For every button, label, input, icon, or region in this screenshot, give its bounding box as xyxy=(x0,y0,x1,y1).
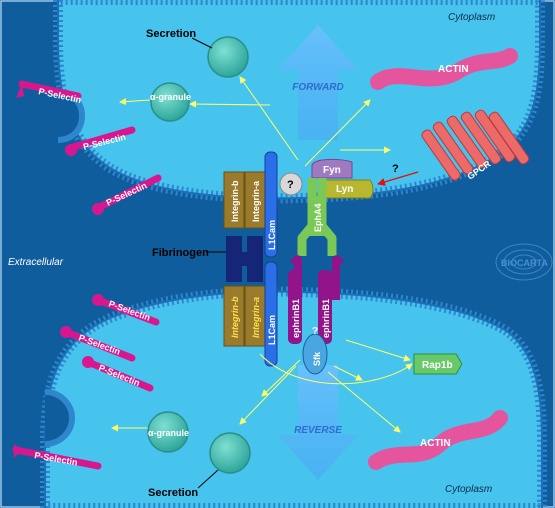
lyn: Lyn xyxy=(321,179,374,199)
l1cam-top: L1Cam xyxy=(264,151,278,258)
sfk: ? Sfk xyxy=(302,326,328,375)
unknown-protein: ? xyxy=(279,172,303,196)
integrin-a-bottom: Integrin-a xyxy=(244,285,266,347)
lyn-label: Lyn xyxy=(336,184,353,195)
fyn: Fyn xyxy=(311,158,353,179)
l1cam-top-label: L1Cam xyxy=(267,220,277,250)
secretion-granule-bottom xyxy=(209,432,251,474)
fibrinogen xyxy=(226,236,263,282)
alpha-granule-top xyxy=(150,82,190,122)
actin-bottom-label: ACTIN xyxy=(420,438,451,449)
ephrinb1-right: ephrinB1 xyxy=(318,255,344,344)
fibrinogen-label: Fibrinogen xyxy=(152,247,209,259)
secretion-label-top: Secretion xyxy=(146,28,196,40)
biocarta-logo: BIOCARTA xyxy=(495,243,553,281)
l1cam-bottom-label: L1Cam xyxy=(267,315,277,345)
integrin-a-bottom-label: Integrin-a xyxy=(251,297,261,338)
cytoplasm-top-label: Cytoplasm xyxy=(448,12,495,23)
rap1b-label: Rap1b xyxy=(422,360,453,371)
arrow-to-actin-top xyxy=(304,99,371,167)
integrin-b-bottom-label: Integrin-b xyxy=(230,296,240,338)
extracellular-label: Extracellular xyxy=(8,257,64,268)
arrow-to-secretion xyxy=(239,76,299,161)
integrin-b-top: Integrin-b xyxy=(223,171,245,229)
biocarta-logo-text: BIOCARTA xyxy=(501,258,548,268)
forward-label: FORWARD xyxy=(292,82,343,93)
fyn-label: Fyn xyxy=(323,165,341,176)
actin-top: ACTIN xyxy=(370,48,518,90)
actin-bottom: ACTIN xyxy=(368,410,508,470)
sfk-question: ? xyxy=(312,326,318,337)
l1cam-bottom: L1Cam xyxy=(264,261,278,367)
ephrinb1-left-label: ephrinB1 xyxy=(291,299,301,338)
rap1b: Rap1b xyxy=(413,353,463,375)
ephrinb1-left: ephrinB1 xyxy=(288,255,302,344)
unknown-label: ? xyxy=(287,179,294,191)
secretion-granule-top xyxy=(207,36,249,78)
integrin-b-top-label: Integrin-b xyxy=(230,180,240,222)
integrin-a-top-label: Integrin-a xyxy=(251,180,261,222)
alpha-granule-label-bottom: α-granule xyxy=(148,428,189,438)
actin-top-label: ACTIN xyxy=(438,64,469,75)
integrin-b-bottom: Integrin-b xyxy=(223,285,245,347)
cytoplasm-bottom-label: Cytoplasm xyxy=(445,484,492,495)
alpha-granule-bottom xyxy=(147,411,189,453)
sfk-label: Sfk xyxy=(312,351,322,366)
gpcr-question: ? xyxy=(392,163,399,175)
reverse-arrow: REVERSE xyxy=(278,365,358,480)
alpha-granule-label-top: α-granule xyxy=(150,92,191,102)
secretion-label-bottom: Secretion xyxy=(148,487,198,499)
epha4-label: EphA4 xyxy=(313,203,323,232)
epha4: EphA4 xyxy=(297,178,337,256)
integrin-a-top: Integrin-a xyxy=(244,171,266,229)
reverse-label: REVERSE xyxy=(294,425,342,436)
forward-arrow: FORWARD xyxy=(278,25,358,140)
ephrinb1-right-label: ephrinB1 xyxy=(321,299,331,338)
arrow-to-pselectin xyxy=(119,98,151,106)
arrow-to-granule xyxy=(189,100,271,108)
